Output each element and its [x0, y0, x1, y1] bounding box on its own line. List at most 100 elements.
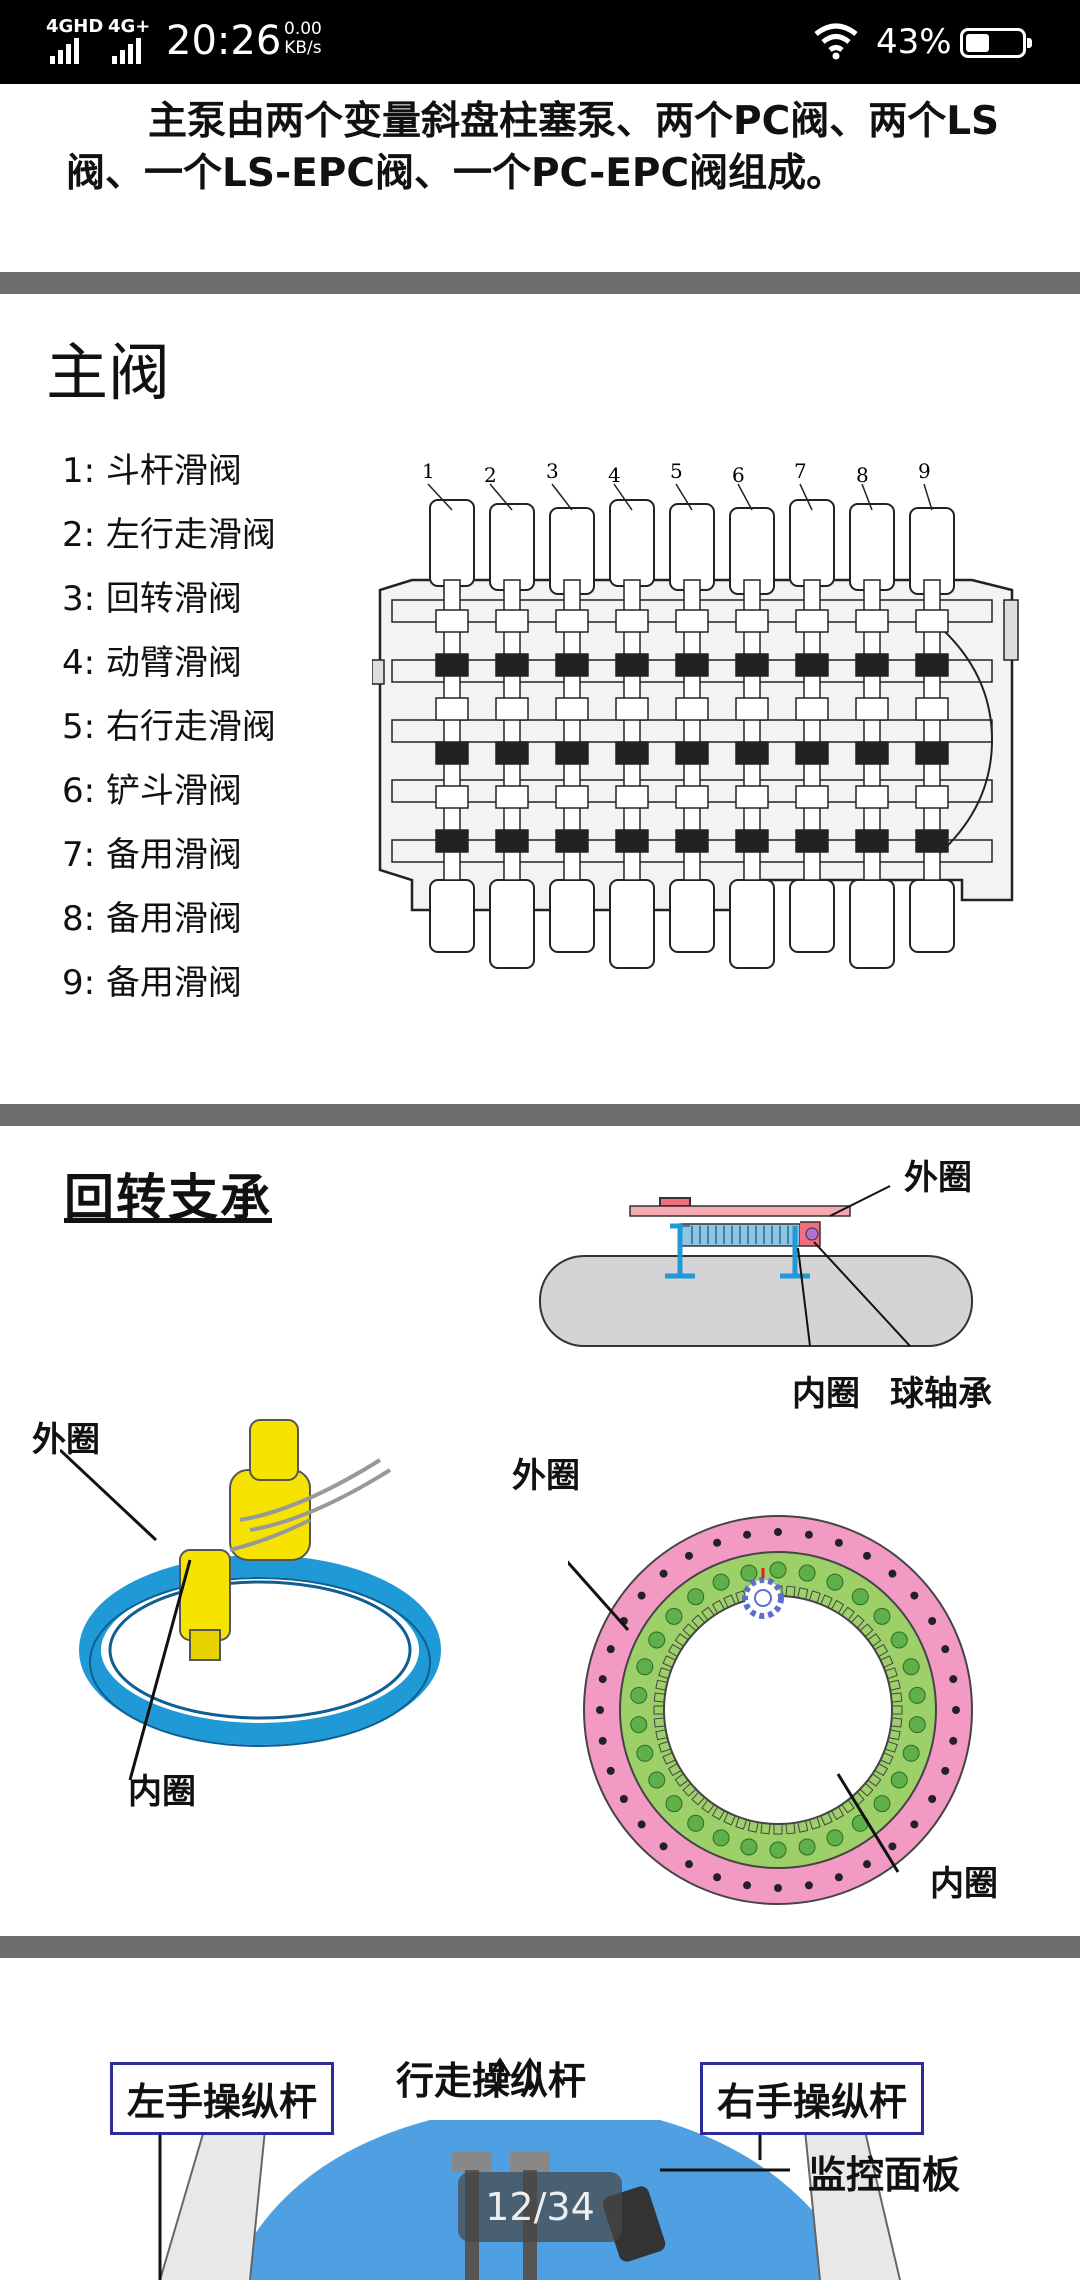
outer-bolt-hole [598, 1675, 607, 1684]
outer-bolt-hole [685, 1551, 693, 1560]
spool-1 [429, 499, 475, 953]
outer-bolt-hole [804, 1530, 813, 1539]
inner-bolt-hole [798, 1838, 816, 1856]
blue-ring-shape [79, 1555, 441, 1745]
battery-fill [966, 34, 990, 52]
outer-bolt-hole [941, 1766, 950, 1775]
travel-lever-label: 行走操纵杆 [396, 2058, 587, 2103]
network-speed-value: 0.00 [284, 19, 322, 39]
outer-bolt-hole [619, 1795, 628, 1803]
monitor-panel-label: 监控面板 [808, 2152, 961, 2197]
valve-number-label: 5 [670, 459, 683, 483]
outer-bolt-hole [804, 1881, 813, 1890]
spool-2 [489, 503, 535, 969]
inner-bolt-hole [890, 1771, 908, 1789]
outer-bolt-hole [596, 1706, 604, 1714]
inner-bolt-hole [636, 1658, 654, 1676]
valve-number-label: 3 [546, 459, 559, 483]
outer-ring-label: 外圈 [512, 1456, 580, 1496]
bolt-hole-group [596, 1528, 960, 1892]
outer-bolt-hole [659, 1569, 668, 1578]
internal-gear-ring-diagram [568, 1515, 973, 1905]
inner-bolt-hole [687, 1588, 705, 1606]
valve-list-item: 3: 回转滑阀 [62, 579, 242, 619]
wifi-icon [814, 23, 858, 60]
outer-bolt-hole [863, 1860, 871, 1869]
outer-bolt-hole [928, 1617, 937, 1625]
valve-number-leader [799, 483, 813, 511]
intro-text: 主泵由两个变量斜盘柱塞泵、两个PC阀、两个LS阀、一个LS-EPC阀、一个PC-… [66, 99, 1000, 196]
inner-bolt-hole [908, 1686, 926, 1704]
valve-number-leader [737, 483, 753, 511]
valve-list-item: 2: 左行走滑阀 [62, 515, 276, 555]
outer-bolt-hole [774, 1528, 782, 1536]
outer-bolt-hole [949, 1675, 958, 1684]
inner-bolt-hole [902, 1658, 920, 1676]
network-speed-unit: KB/s [284, 38, 322, 58]
outer-bolt-hole [637, 1591, 646, 1600]
inner-bolt-hole [826, 1829, 844, 1847]
inner-bolt-hole [712, 1829, 730, 1847]
valve-number-label: 6 [732, 463, 745, 487]
inner-bolt-hole [798, 1564, 816, 1582]
valve-number-label: 8 [856, 463, 869, 487]
status-bar: 4GHD 4G+ 20:26 0.00 KB/s 43% [0, 0, 1080, 84]
inner-ring-label: 内圈 [930, 1864, 998, 1904]
outer-bolt-hole [685, 1860, 693, 1869]
inner-bolt-hole [769, 1841, 787, 1859]
spool-7 [789, 499, 835, 953]
inner-bolt-hole [826, 1573, 844, 1591]
outer-ring-left-shape [659, 1197, 691, 1207]
inner-bolt-hole [908, 1716, 926, 1734]
valve-number-leader [613, 483, 633, 511]
inner-bolt-hole [712, 1573, 730, 1591]
inner-bolt-hole [665, 1795, 683, 1813]
outer-bolt-hole [774, 1884, 782, 1892]
inner-bolt-hole [648, 1771, 666, 1789]
spool-9 [909, 507, 955, 953]
outer-bolt-hole [713, 1538, 722, 1547]
outer-bolt-hole [606, 1645, 615, 1654]
battery-percent: 43% [876, 22, 952, 62]
valve-number-leader [923, 483, 933, 511]
valve-number-label: 1 [422, 459, 435, 483]
inner-bolt-hole [740, 1564, 758, 1582]
valve-number-label: 4 [608, 463, 621, 487]
right-lever-label: 右手操纵杆 [700, 2062, 925, 2135]
valve-list-item: 7: 备用滑阀 [62, 835, 242, 875]
page-indicator[interactable]: 12/34 [458, 2172, 622, 2242]
section-divider [0, 1936, 1080, 1958]
outer-bolt-hole [743, 1530, 752, 1539]
spool-6 [729, 507, 775, 969]
outer-bolt-hole [659, 1842, 668, 1851]
outer-bolt-hole [928, 1795, 937, 1803]
section-divider [0, 272, 1080, 294]
valve-list-item: 1: 斗杆滑阀 [62, 451, 242, 491]
inner-bolt-hole [890, 1631, 908, 1649]
outer-bolt-hole [941, 1645, 950, 1654]
spool-5 [669, 503, 715, 953]
outer-ring-label: 外圈 [904, 1158, 972, 1198]
spool-3 [549, 507, 595, 953]
signal-icon-1 [50, 36, 84, 64]
valve-number-leader [551, 483, 573, 511]
valve-number-leader [861, 483, 873, 511]
spool-8 [849, 503, 895, 969]
outer-bolt-hole [910, 1820, 919, 1829]
outer-bolt-hole [888, 1842, 897, 1851]
network-speed: 0.00 KB/s [284, 20, 322, 58]
inner-bolt-hole [687, 1814, 705, 1832]
outer-bolt-hole [910, 1591, 919, 1600]
inner-bolt-hole [769, 1561, 787, 1579]
inner-bolt-hole [630, 1686, 648, 1704]
outer-ring-label: 外圈 [32, 1420, 100, 1460]
swing-motor-shape [179, 1419, 392, 1661]
outer-bolt-hole [637, 1820, 646, 1829]
battery-tip [1027, 38, 1032, 48]
slewing-bearing-title: 回转支承 [64, 1168, 272, 1227]
ball-bearing-label: 球轴承 [890, 1374, 992, 1414]
slewing-ring-illustration [60, 1419, 441, 1781]
left-lever-label: 左手操纵杆 [110, 2062, 335, 2135]
